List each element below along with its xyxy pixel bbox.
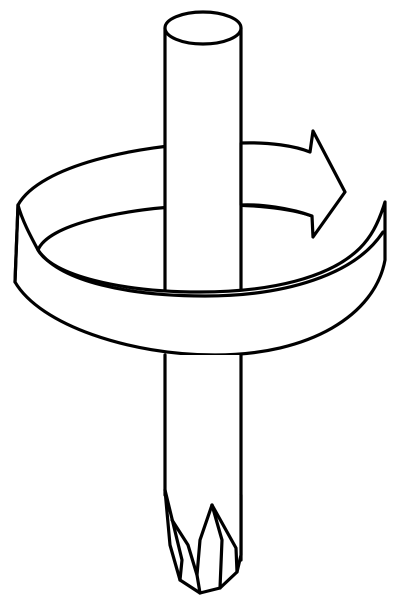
shaft-lower-body xyxy=(165,355,241,495)
shaft-upper-body xyxy=(165,28,241,298)
phillips-tip-icon xyxy=(165,490,241,593)
screwdriver-shaft-icon xyxy=(165,12,241,298)
rotation-arrow-icon xyxy=(241,131,345,237)
shaft-top-cap xyxy=(165,12,241,44)
arrow-head xyxy=(241,131,345,237)
